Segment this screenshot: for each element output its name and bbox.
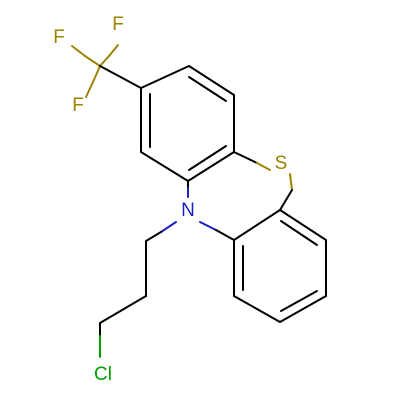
bond-c-f2-c xyxy=(71,45,86,57)
bond-ring1-b-inner xyxy=(188,76,227,102)
bond-ring2-b-inner xyxy=(280,220,318,246)
bond-c-f3 xyxy=(92,65,101,83)
bond-cf3-ring xyxy=(99,65,142,89)
bond-c-f2 xyxy=(84,55,101,67)
bond-s-ring2-c xyxy=(279,189,293,211)
bond-c-f1 xyxy=(99,55,110,67)
atom-n-label: N xyxy=(181,200,195,221)
bond-ring1-e xyxy=(140,151,189,182)
bond-ring2-d xyxy=(279,295,327,323)
bond-ring1-s xyxy=(233,151,258,164)
atom-f3-label: F xyxy=(72,95,84,116)
bond-n-ring2 xyxy=(199,221,217,231)
atom-cl-label: Cl xyxy=(94,364,112,385)
bond-ring1-s-c xyxy=(256,162,271,171)
bond-ring2-a xyxy=(233,209,281,241)
bond-ring1-a xyxy=(140,65,190,89)
atom-f1-label: F xyxy=(112,14,124,35)
bond-c-f3-c xyxy=(85,81,94,98)
bond-ring1-d-inner xyxy=(188,145,227,171)
atom-s-label: S xyxy=(275,153,288,174)
atom-f2-label: F xyxy=(53,27,65,48)
bond-ring1-b xyxy=(188,65,235,96)
bond-n-chain-c xyxy=(145,231,162,242)
bond-s-ring2 xyxy=(289,173,293,191)
bond-n-chain xyxy=(160,221,177,233)
bond-n-ring2-c xyxy=(215,229,235,241)
bond-ring2-e xyxy=(233,295,281,323)
bond-ring2-b xyxy=(279,209,327,241)
bond-c-f1-c xyxy=(108,44,119,57)
bond-ring2-d-inner xyxy=(280,290,318,312)
bond-chain-c xyxy=(99,295,147,324)
bond-ring1-d xyxy=(187,151,235,182)
